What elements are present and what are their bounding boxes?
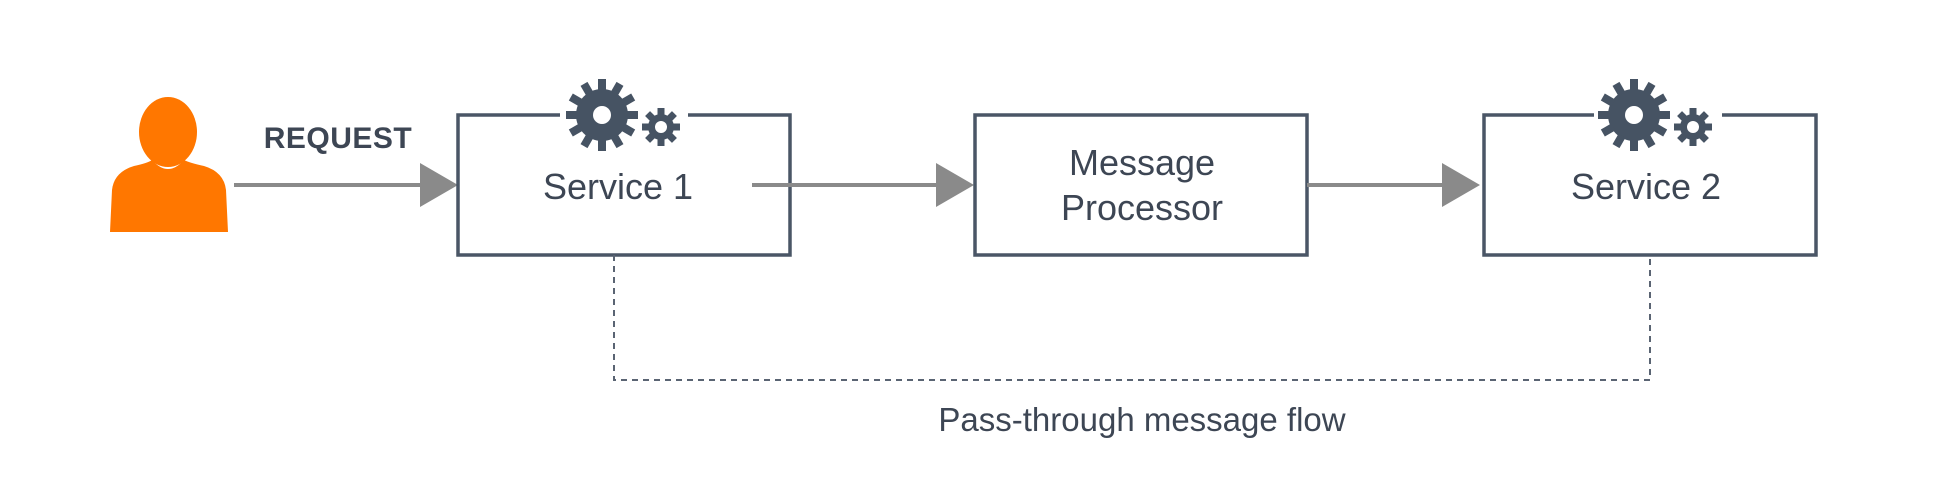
arrow-processor-to-service2 (1307, 163, 1480, 207)
service1-node: Service 1 (456, 113, 792, 257)
message-processor-node: Message Processor (973, 113, 1309, 257)
arrow-service1-to-processor (752, 163, 974, 207)
gear-large-icon (1598, 79, 1670, 151)
user-icon (110, 97, 228, 232)
gear-large-icon (566, 79, 638, 151)
pass-through-connector (613, 255, 1651, 381)
request-label: REQUEST (264, 122, 413, 155)
gear-small-icon (1674, 108, 1712, 146)
service2-label: Service 2 (1571, 166, 1721, 207)
service2-node: Service 2 (1482, 113, 1818, 257)
service1-label: Service 1 (543, 166, 693, 207)
gear-small-icon (642, 108, 680, 146)
processor-label-line2: Processor (1061, 187, 1223, 228)
processor-label-line1: Message (1069, 142, 1215, 183)
pass-through-caption: Pass-through message flow (938, 401, 1345, 438)
arrow-user-to-service1 (234, 163, 458, 207)
